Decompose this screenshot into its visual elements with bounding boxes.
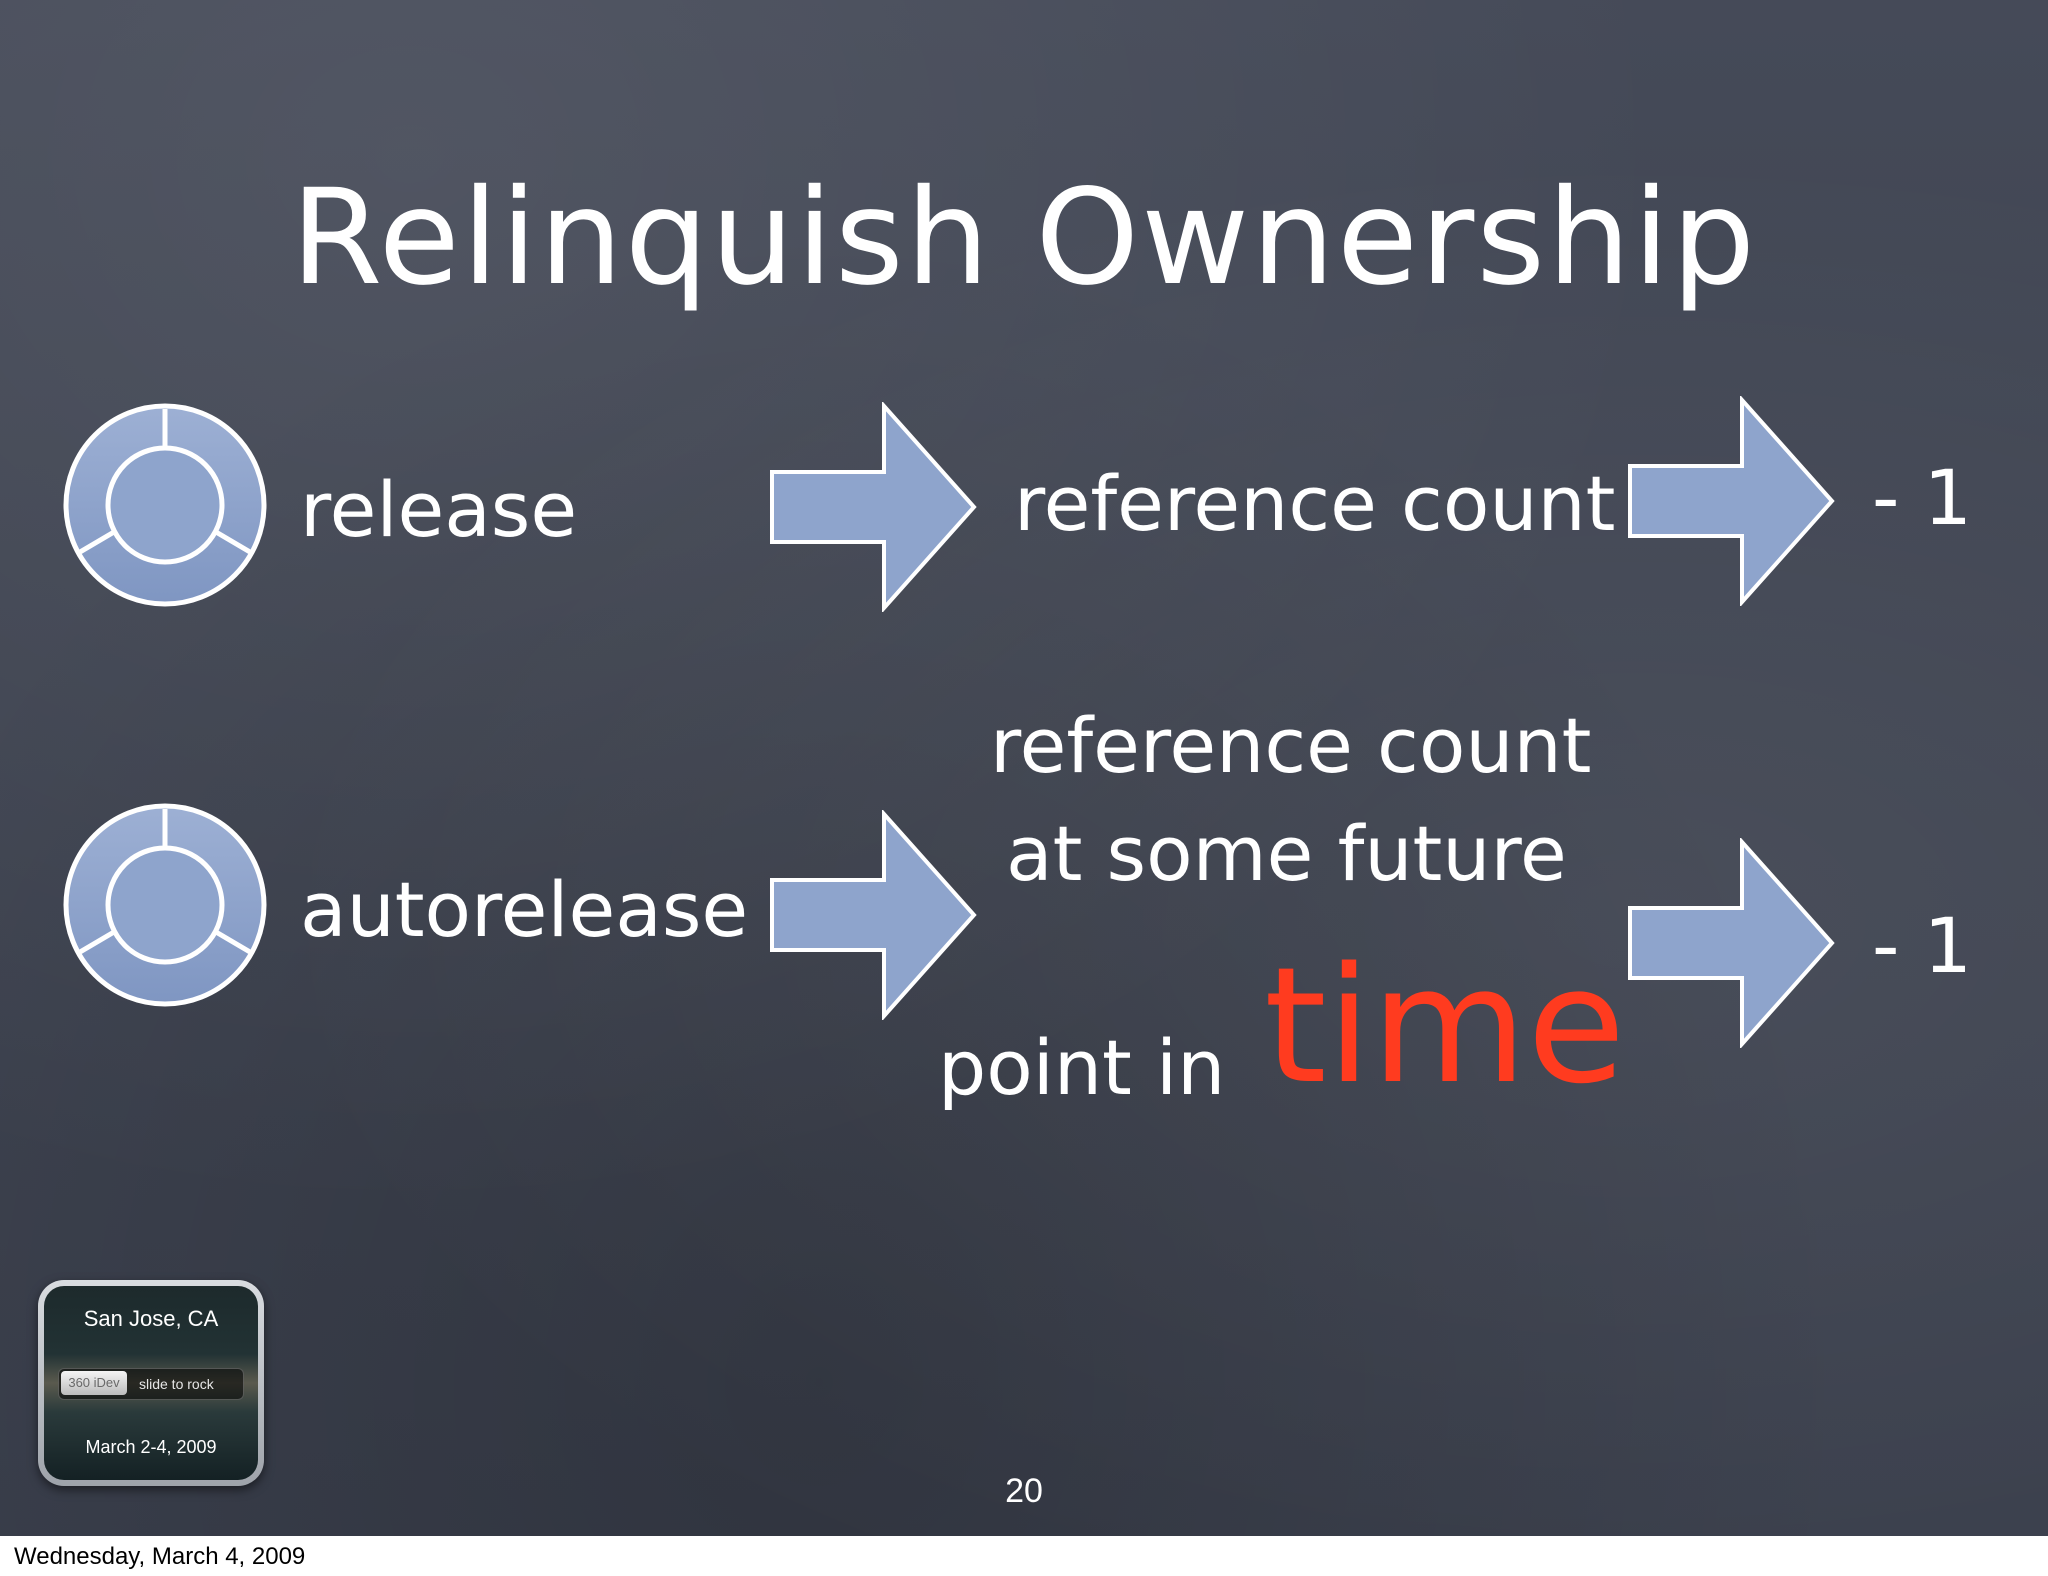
footer-date: Wednesday, March 4, 2009 [14,1543,306,1570]
right-arrow-icon [770,402,977,612]
conference-badge: San Jose, CA 360 iDev slide to rock Marc… [38,1280,264,1486]
reference-count-label: reference count [1014,459,1616,548]
right-arrow-icon [1628,396,1835,606]
badge-date: March 2-4, 2009 [85,1437,217,1457]
badge-city: San Jose, CA [83,1306,219,1331]
future-reference-count-line3: point in [938,1023,1226,1112]
future-reference-count-line2: at some future [1006,809,1567,898]
decrement-label: - 1 [1872,453,1972,542]
slide-title: Relinquish Ownership [290,161,1758,315]
release-label: release [300,465,578,554]
autorelease-label: autorelease [300,865,749,954]
decrement-label: - 1 [1872,901,1972,990]
slide: Relinquish Ownership release reference c… [0,0,2048,1536]
right-arrow-icon [1628,838,1835,1048]
right-arrow-icon [770,810,977,1020]
slider-knob: 360 iDev [61,1371,127,1395]
badge-screen: San Jose, CA 360 iDev slide to rock Marc… [44,1286,258,1480]
ring-icon [63,803,267,1007]
slider-text: slide to rock [139,1376,214,1392]
future-reference-count-line1: reference count [990,701,1592,790]
ring-icon [63,403,267,607]
time-emphasis: time [1264,932,1626,1119]
slide-to-unlock-slider: 360 iDev slide to rock [58,1368,244,1400]
page-number: 20 [1005,1472,1043,1510]
